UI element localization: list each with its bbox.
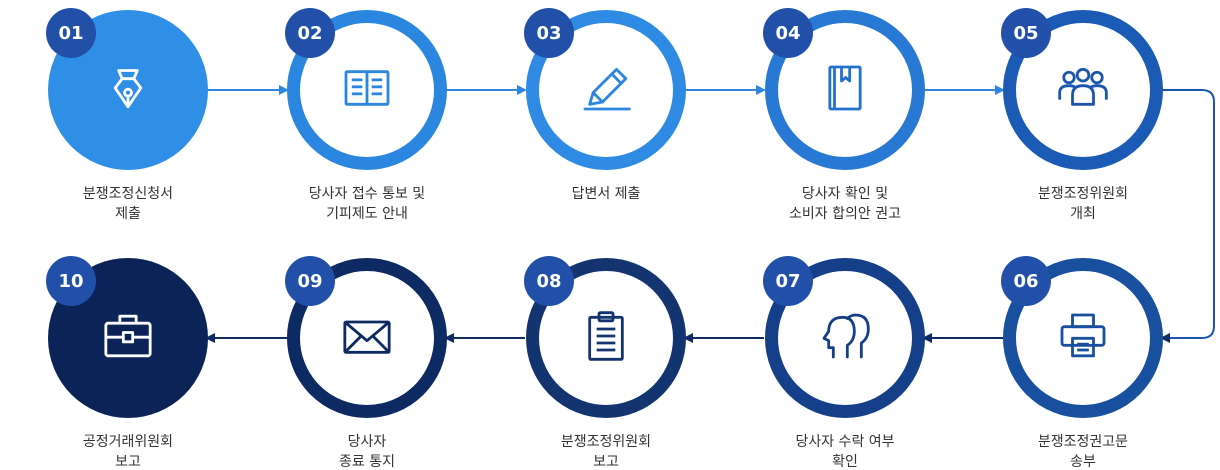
step-label-line2: 송부 (1070, 454, 1096, 470)
step-label-line1: 당사자 수락 여부 (795, 434, 895, 450)
step-label-line2: 소비자 합의안 권고 (789, 206, 901, 222)
step-label-line1: 당사자 접수 통보 및 (308, 186, 426, 202)
step-number-badge: 06 (1001, 256, 1051, 306)
step-label: 분쟁조정위원회 개최 (973, 184, 1193, 224)
step-label: 당사자 확인 및 소비자 합의안 권고 (735, 184, 955, 224)
step-label-line2: 종료 통지 (339, 454, 395, 470)
step-label-line1: 분쟁조정신청서 (82, 186, 174, 202)
step-number-badge: 02 (285, 8, 335, 58)
step-label: 답변서 제출 (496, 184, 716, 204)
step-label-line2: 제출 (115, 206, 141, 222)
step-label: 분쟁조정신청서 제출 (18, 184, 238, 224)
printer-icon (1055, 308, 1111, 368)
step-label: 공정거래위원회 보고 (18, 432, 238, 470)
step-label: 당사자 수락 여부 확인 (735, 432, 955, 470)
step-number-badge: 09 (285, 256, 335, 306)
step-label-line1: 당사자 확인 및 (801, 186, 889, 202)
step-label: 당사자 접수 통보 및 기피제도 안내 (257, 184, 477, 224)
step-number-badge: 10 (46, 256, 96, 306)
arrow-05-06 (1160, 89, 1215, 343)
briefcase-icon (100, 308, 156, 368)
open-book-icon (339, 60, 395, 120)
step-number-badge: 03 (524, 8, 574, 58)
step-label-line1: 분쟁조정권고문 (1037, 434, 1129, 450)
clipboard-icon (578, 308, 634, 368)
step-label-line2: 보고 (593, 454, 619, 470)
step-number-badge: 04 (763, 8, 813, 58)
step-label-line1: 당사자 (347, 434, 387, 450)
step-label-line2: 개최 (1070, 206, 1096, 222)
step-label-line1: 답변서 제출 (571, 186, 641, 202)
step-label-line2: 보고 (115, 454, 141, 470)
two-heads-icon (817, 308, 873, 368)
fountain-pen-icon (100, 60, 156, 120)
step-number-badge: 08 (524, 256, 574, 306)
step-label-line1: 분쟁조정위원회 (560, 434, 652, 450)
step-label-line2: 기피제도 안내 (326, 206, 408, 222)
step-label: 당사자 종료 통지 (257, 432, 477, 470)
step-label-line1: 공정거래위원회 (82, 434, 174, 450)
notebook-icon (817, 60, 873, 120)
step-label-line1: 분쟁조정위원회 (1037, 186, 1129, 202)
step-number-badge: 07 (763, 256, 813, 306)
pencil-icon (578, 60, 634, 120)
step-number-badge: 01 (46, 8, 96, 58)
step-label: 분쟁조정권고문 송부 (973, 432, 1193, 470)
step-label: 분쟁조정위원회 보고 (496, 432, 716, 470)
envelope-icon (339, 308, 395, 368)
step-number-badge: 05 (1001, 8, 1051, 58)
people-group-icon (1055, 60, 1111, 120)
step-label-line2: 확인 (832, 454, 858, 470)
